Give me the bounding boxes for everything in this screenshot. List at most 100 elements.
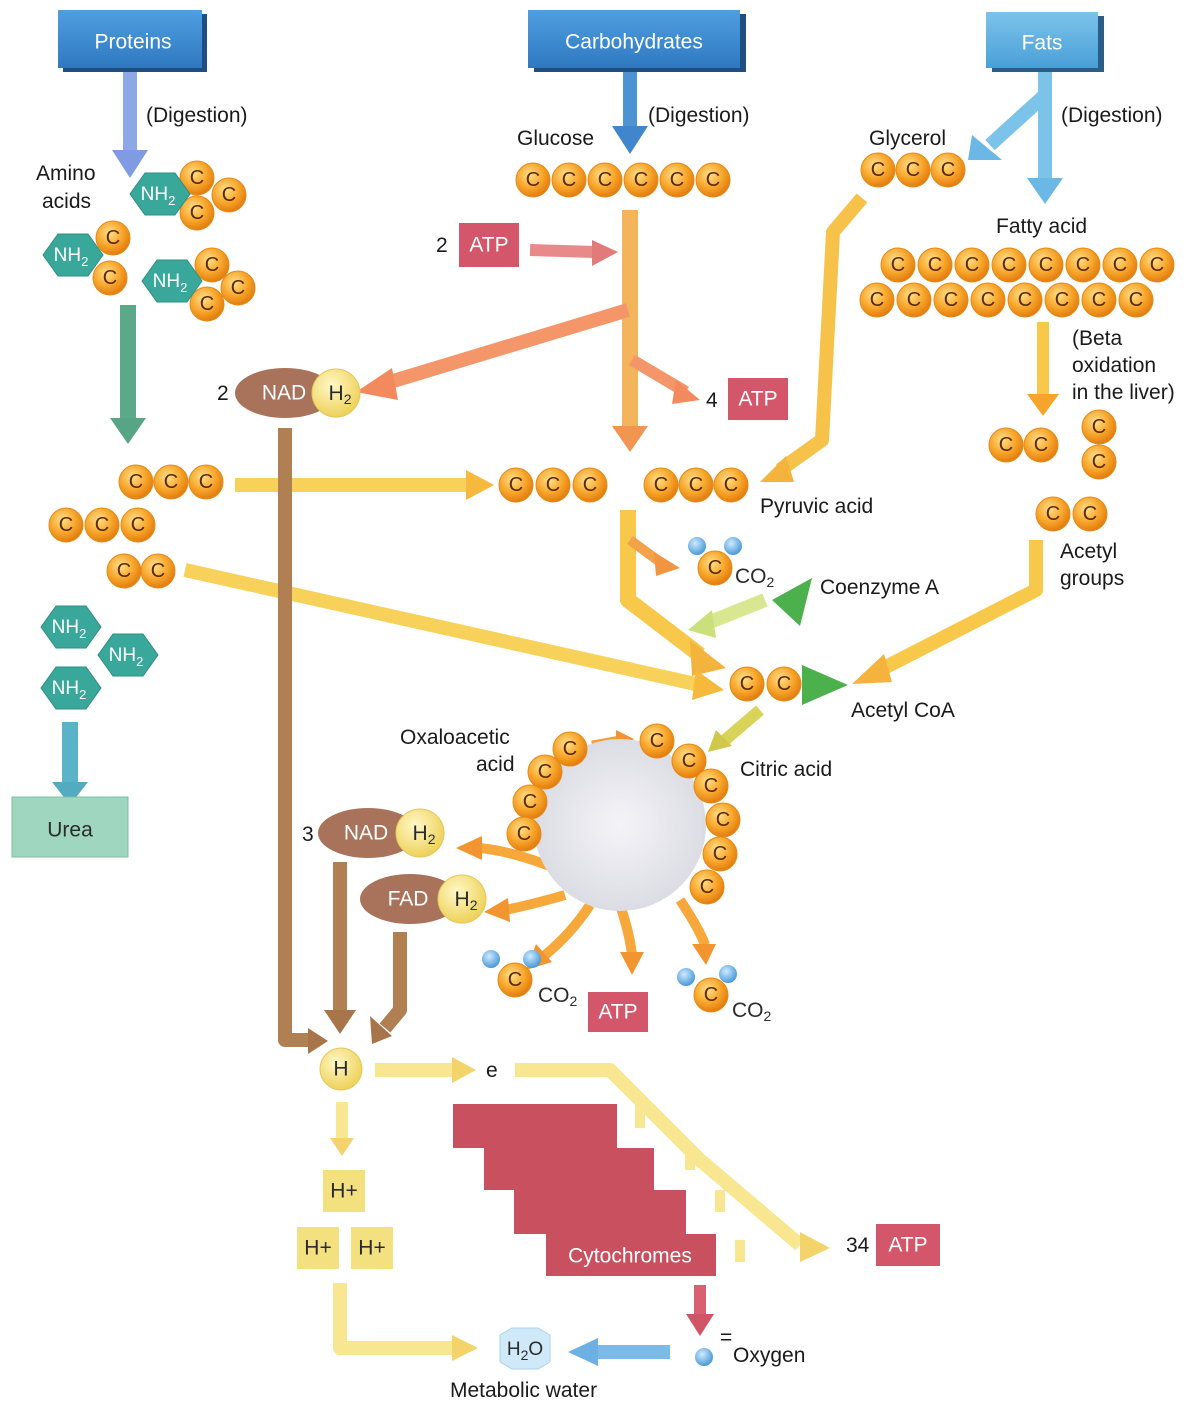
svg-text:C: C [689, 474, 703, 496]
carbon-atom: C [106, 553, 142, 589]
svg-text:C: C [999, 434, 1013, 456]
svg-text:C: C [704, 984, 718, 1006]
svg-text:C: C [583, 474, 597, 496]
svg-text:H+: H+ [330, 1180, 357, 1203]
carbon-atom: C [95, 220, 131, 256]
svg-text:C: C [1002, 254, 1016, 276]
carbon-atom: C [572, 467, 608, 503]
svg-text:C: C [199, 471, 213, 493]
svg-text:C: C [1076, 254, 1090, 276]
oxygen-label: Oxygen [733, 1344, 805, 1367]
carbon-atom: C [552, 731, 588, 767]
carbon-atom: C [697, 550, 733, 586]
carbon-atom: C [535, 467, 571, 503]
svg-text:C: C [509, 474, 523, 496]
digestion-label-fats: (Digestion) [1061, 104, 1163, 127]
carbon-atom: C [179, 195, 215, 231]
svg-text:C: C [59, 514, 73, 536]
svg-text:C: C [106, 227, 120, 249]
h-plus-1: H+ [323, 1170, 365, 1212]
source-fats: Fats [986, 12, 1104, 72]
krebs-nadh-count: 3 [302, 823, 314, 846]
source-proteins: Proteins [58, 10, 207, 72]
carbon-atom: C [527, 754, 563, 790]
etc-atp-count: 34 [846, 1234, 870, 1257]
cytochromes: Cytochromes [453, 1104, 716, 1276]
svg-text:C: C [523, 791, 537, 813]
svg-text:C: C [205, 254, 219, 276]
pathway-arrows [52, 68, 1063, 1366]
svg-text:C: C [508, 969, 522, 991]
svg-text:NAD: NAD [344, 822, 388, 845]
carbon-atom: C [895, 152, 931, 188]
svg-text:C: C [708, 557, 722, 579]
carbon-atom: C [1028, 247, 1064, 283]
atp-box-glycolysis-out: ATP [728, 378, 788, 420]
svg-text:C: C [1113, 254, 1127, 276]
carbon-atom: C [693, 977, 729, 1013]
nh2-group: NH2 [40, 666, 102, 710]
carbon-atom: C [860, 152, 896, 188]
oxygen-dot [482, 950, 500, 968]
svg-text:C: C [95, 514, 109, 536]
carbon-atom: C [194, 247, 230, 283]
svg-text:CO2: CO2 [538, 984, 578, 1010]
nadh-krebs: NAD H2 [318, 808, 445, 858]
svg-text:C: C [634, 169, 648, 191]
svg-text:ATP: ATP [598, 1001, 637, 1024]
nh2-group: NH2 [141, 259, 203, 303]
oxaloacetic-label-1: Oxaloacetic [400, 726, 510, 749]
svg-text:C: C [190, 202, 204, 224]
svg-text:C: C [1083, 503, 1097, 525]
svg-text:C: C [1129, 289, 1143, 311]
svg-text:C: C [713, 843, 727, 865]
svg-text:FAD: FAD [388, 888, 429, 911]
acetyl-groups-label-2: groups [1060, 567, 1124, 590]
svg-text:NH2: NH2 [153, 271, 188, 295]
svg-text:NH2: NH2 [54, 245, 89, 269]
carbon-atom: C [84, 507, 120, 543]
svg-text:C: C [598, 169, 612, 191]
co2-labels: CO2 CO2 CO2 [538, 565, 775, 1025]
carbon-atom: C [671, 743, 707, 779]
carbon-atom: C [512, 784, 548, 820]
glucose-label: Glucose [517, 127, 594, 150]
acetyl-coa-shape [802, 665, 848, 705]
equals-sign: = [720, 1326, 732, 1349]
nadh-glycolysis: NAD H2 [235, 368, 361, 418]
svg-text:C: C [117, 560, 131, 582]
svg-text:H+: H+ [304, 1237, 331, 1260]
svg-text:C: C [546, 474, 560, 496]
carbon-atom: C [689, 869, 725, 905]
svg-text:CO2: CO2 [735, 565, 775, 591]
oxygen-dot [523, 950, 541, 968]
h2-label: H2 [329, 382, 352, 408]
krebs-cycle-circle [534, 739, 706, 911]
metabolic-water: H2O [499, 1327, 551, 1370]
svg-text:CO2: CO2 [732, 999, 772, 1025]
coenzyme-a-label: Coenzyme A [820, 576, 939, 599]
carbon-atom: C [515, 162, 551, 198]
svg-text:NH2: NH2 [52, 678, 87, 702]
carbon-atom: C [1081, 409, 1117, 445]
digestion-label-carbs: (Digestion) [648, 104, 750, 127]
co2-oxygen-dots [482, 537, 742, 986]
oxygen-dot [677, 968, 695, 986]
citric-acid-label: Citric acid [740, 758, 832, 781]
carbon-atom: C [1023, 427, 1059, 463]
svg-text:C: C [965, 254, 979, 276]
beta-oxidation-label-3: in the liver) [1072, 381, 1175, 404]
carbon-atom: C [643, 467, 679, 503]
oxaloacetic-label-2: acid [476, 753, 515, 776]
carbon-atom: C [639, 723, 675, 759]
svg-text:C: C [704, 775, 718, 797]
coenzyme-a-shape [772, 578, 812, 626]
oxygen-dot [724, 537, 742, 555]
svg-text:ATP: ATP [738, 388, 777, 411]
carbon-atom: C [954, 247, 990, 283]
carbon-atom: C [880, 247, 916, 283]
carbon-atom: C [1139, 247, 1175, 283]
